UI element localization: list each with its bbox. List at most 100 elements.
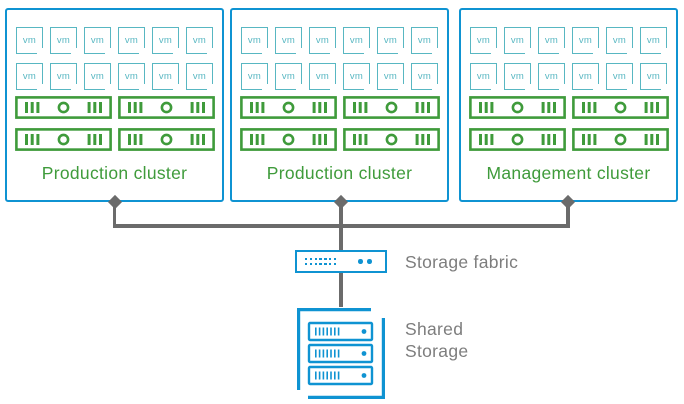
host-bar [249,134,253,145]
vm-corner-notch [173,84,180,91]
connector-stub-left [112,205,117,228]
vm-icon: vm [470,27,498,55]
vm-corner-notch [139,48,146,55]
storage-drive-dot [361,351,367,356]
vm-icon: vm [504,63,532,91]
vm-corner-notch [491,48,498,55]
vm-icon: vm [504,27,532,55]
vm-label: vm [383,35,398,46]
host-bar [312,134,316,145]
vm-corner-notch [491,84,498,91]
storage-drive-tick [326,327,328,336]
storage-drive-tick [322,371,325,380]
host-icon [342,128,440,151]
host-icon [342,96,440,119]
host-bar [587,134,591,145]
host-bar [426,134,430,145]
vm-label: vm [90,35,105,46]
host-bar [644,102,648,113]
vm-corner-notch [627,48,634,55]
vm-corner-notch [525,84,532,91]
host-bar [649,134,653,145]
host-ring [160,101,172,114]
host-bar [552,102,556,113]
vm-label: vm [315,71,330,82]
host-bar [312,102,316,113]
storage-drive-tick [315,327,317,336]
vm-icon: vm [50,63,78,91]
vm-icon: vm [186,27,214,55]
storage-fabric-switch-icon [295,250,387,273]
host-bar [541,102,545,113]
host-icon [468,96,566,119]
storage-drive [307,321,374,342]
vm-icon: vm [538,27,566,55]
host-bar [30,134,34,145]
host-bar [317,102,321,113]
vm-corner-notch [296,48,303,55]
host-bar [127,134,131,145]
vm-icon: vm [16,63,44,91]
storage-drive-tick [337,327,340,336]
vm-label: vm [544,35,559,46]
host-ring [385,133,397,146]
storage-drive-rows [307,321,374,386]
vm-icon: vm [377,63,405,91]
host-bar [255,102,259,113]
host-bar [35,102,39,113]
host-bar [201,134,205,145]
shared-storage-label: Shared Storage [405,319,468,362]
host-bar [655,134,659,145]
host-bar [358,102,362,113]
vm-corner-notch [71,84,78,91]
vm-icon: vm [606,27,634,55]
host-ring [282,133,294,146]
host-row [14,128,215,151]
host-bar [98,134,102,145]
vm-label: vm [124,35,139,46]
vm-icon: vm [343,63,371,91]
host-grid [14,96,215,151]
switch-indicator-dot [367,259,372,264]
switch-port-dot [333,258,337,261]
storage-drive-tick [322,327,325,336]
storage-drive [307,365,374,386]
host-bar [363,102,367,113]
vm-icon: vm [152,27,180,55]
storage-drive-tick [315,349,317,358]
storage-drive-tick [318,327,321,336]
vm-corner-notch [262,84,269,91]
storage-drive-tick [318,371,321,380]
storage-drive-tick [318,349,321,358]
host-ring [614,101,626,114]
host-bar [489,134,493,145]
host-bar [317,134,321,145]
host-bar [201,102,205,113]
switch-port-dot [324,258,327,261]
host-bar [415,134,419,145]
vm-icon: vm [343,27,371,55]
host-bar [24,102,28,113]
host-bar [546,102,550,113]
vm-corner-notch [559,84,566,91]
vm-label: vm [22,71,37,82]
connector-bus-line [112,224,570,228]
vm-icon: vm [470,63,498,91]
host-bar [98,102,102,113]
host-bar [587,102,591,113]
vm-corner-notch [105,48,112,55]
vm-label: vm [578,71,593,82]
vm-corner-notch [296,84,303,91]
host-icon [117,96,215,119]
vm-label: vm [247,71,262,82]
vm-icon: vm [50,27,78,55]
vm-icon: vm [275,27,303,55]
host-ring [385,101,397,114]
host-bar [415,102,419,113]
